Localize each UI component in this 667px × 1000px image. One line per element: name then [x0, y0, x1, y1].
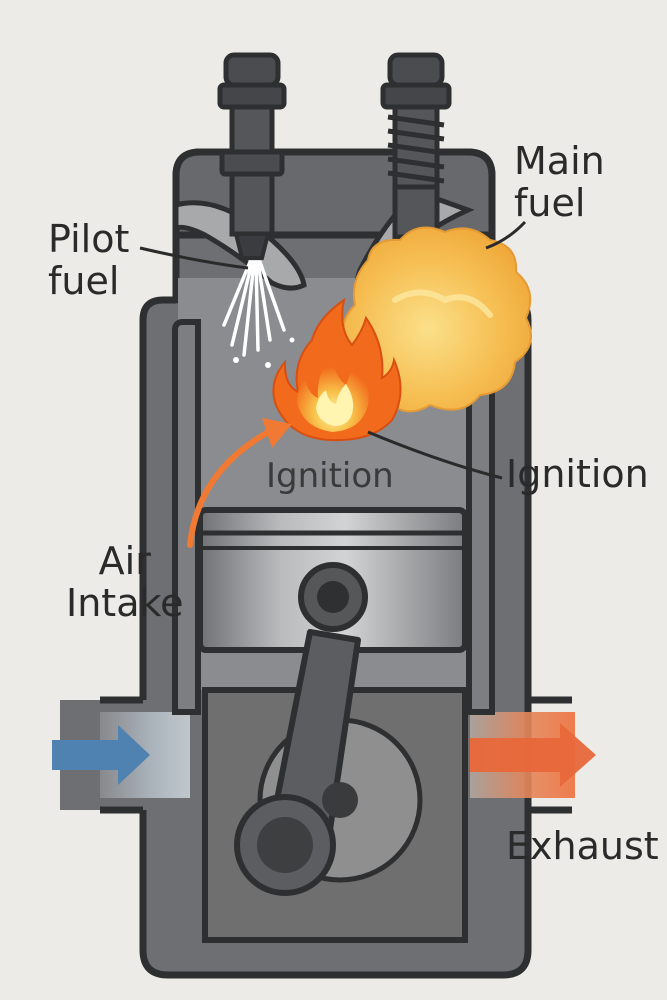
main-injector — [380, 52, 452, 260]
exhaust-arrow — [470, 723, 596, 787]
main-fuel-label-line1: Main — [514, 139, 605, 183]
air-intake-label-line2: Intake — [66, 581, 184, 625]
ignition-callout-label: Ignition — [506, 452, 649, 496]
air-intake-label-line1: Air — [98, 539, 151, 583]
flame-icon — [272, 297, 402, 442]
pilot-fuel-label-line1: Pilot — [48, 217, 130, 261]
main-fuel-label-line2: fuel — [514, 181, 586, 225]
exhaust-label: Exhaust — [506, 824, 659, 868]
pilot-spray — [222, 260, 295, 368]
ignition-callout-line — [367, 430, 503, 480]
pilot-callout-line — [139, 246, 249, 270]
air-flow-arrow — [187, 427, 275, 548]
pilot-fuel-label: Pilot fuel — [48, 218, 129, 302]
piston — [197, 507, 468, 653]
pilot-fuel-label-line2: fuel — [48, 259, 120, 303]
air-inlet-arrow — [52, 725, 150, 785]
ignition-center-label: Ignition — [266, 456, 394, 496]
main-callout-line — [485, 220, 527, 250]
pilot-injector — [217, 52, 287, 260]
air-intake-label: Air Intake — [66, 540, 184, 624]
main-fuel-label: Main fuel — [514, 140, 605, 224]
